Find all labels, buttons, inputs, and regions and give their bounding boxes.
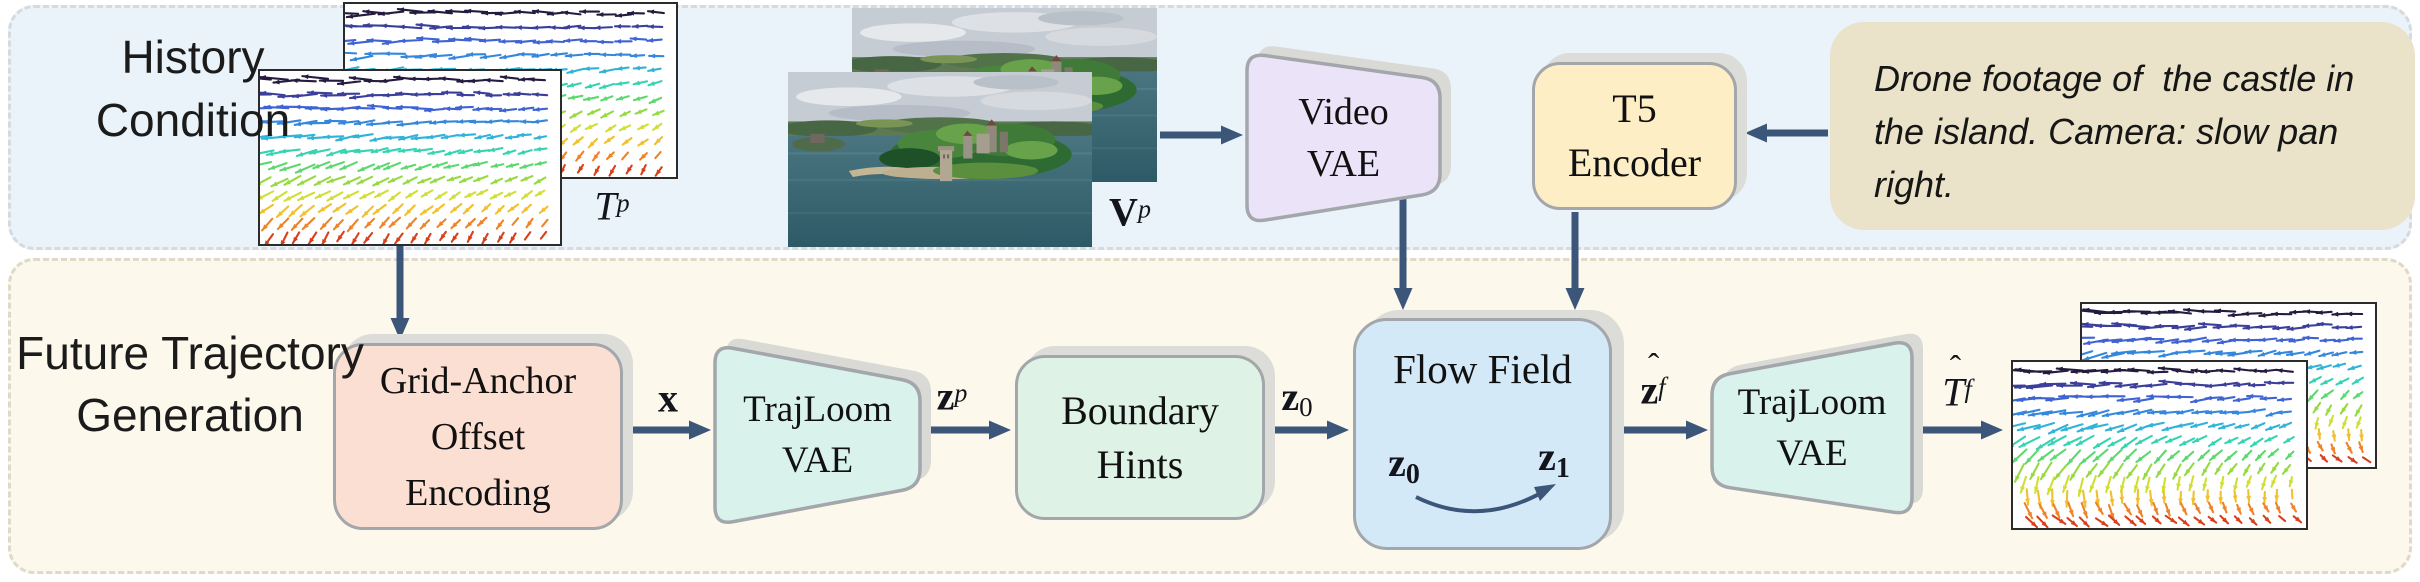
grid-anchor-offset-encoding-block: Grid-Anchor Offset Encoding [333,343,623,530]
arrow-trajloom-to-boundary [924,420,1011,440]
trajloom-vae-decoder-block [1710,333,1923,515]
arrow-grid-anchor-to-trajloom [627,420,711,440]
history-condition-label: History Condition [28,26,358,152]
past-trajectory-math-label: Tp [594,183,630,229]
flow-field-block: Flow Field z0 z1 [1353,318,1612,550]
future-label-line: Generation [76,389,304,441]
future-trajectory-generation-label: Future Trajectory Generation [15,322,365,446]
boundary-hints-label-line: Hints [1096,441,1184,487]
arrow-boundary-to-flow-field [1268,420,1349,440]
video-vae-label: Video VAE [1247,53,1440,223]
boundary-hints-block: Boundary Hints [1015,355,1265,520]
t5-label-line: Encoder [1567,140,1702,185]
t5-encoder-block: T5 Encoder [1532,62,1737,210]
prompt-text: Drone footage of the castle in the islan… [1874,58,2365,205]
arrow-trajloom-decoder-to-output [1915,420,2003,440]
z-p-math-label: zp [936,373,968,419]
arrow-flow-field-to-trajloom-decoder [1621,420,1708,440]
arrow-trajectory-to-grid-anchor [390,242,410,340]
flow-z0-label: z0 [1388,440,1420,490]
block-shape [1245,53,1442,223]
future-trajectory-image-front [2011,360,2308,530]
past-trajectory-image-front [258,69,562,246]
arrow-prompt-to-t5 [1745,123,1828,143]
x-math-label: x [658,375,678,421]
text-prompt-box: Drone footage of the castle in the islan… [1830,22,2415,230]
trajloom-encoder-label-line: TrajLoom [743,389,892,430]
video-vae-label-line: Video [1298,91,1389,133]
future-label-line: Trajectory [161,327,364,379]
grid-anchor-label-line: Encoding [405,471,551,514]
block-shape [1710,341,1914,515]
boundary-hints-label-line: Boundary [1061,387,1219,433]
trajloom-decoder-label-line: VAE [1776,432,1848,474]
trajloom-encoder-label: TrajLoom VAE [715,345,920,525]
flow-z1-label: z1 [1538,434,1570,484]
history-label-line: Condition [95,94,291,146]
trajloom-decoder-label-line: TrajLoom [1737,381,1887,423]
trajloom-vae-encoder-block [713,338,931,524]
video-vae-block [1245,46,1451,223]
past-video-math-label: Vp [1109,189,1151,235]
flow-field-title: Flow Field [1393,346,1572,392]
past-video-frame-front [788,72,1092,247]
video-vae-label-line: VAE [1306,143,1381,185]
t5-label-line: T5 [1612,86,1657,131]
arrow-video-to-video-vae [1160,125,1243,145]
trajloom-encoder-label-line: VAE [781,440,854,481]
arrow-video-vae-to-flow-field [1393,198,1413,310]
arrow-t5-to-flow-field [1565,212,1585,310]
block-shape [713,346,922,524]
grid-anchor-label-line: Grid-Anchor [379,359,577,402]
trajloom-decoder-label: TrajLoom VAE [1712,340,1912,515]
history-label-line: History [121,31,265,83]
future-label-line: Future [16,327,150,379]
flow-curve-arrow [1415,484,1556,514]
grid-anchor-label-line: Offset [430,415,526,458]
z-0-math-label: z0 [1281,374,1313,422]
